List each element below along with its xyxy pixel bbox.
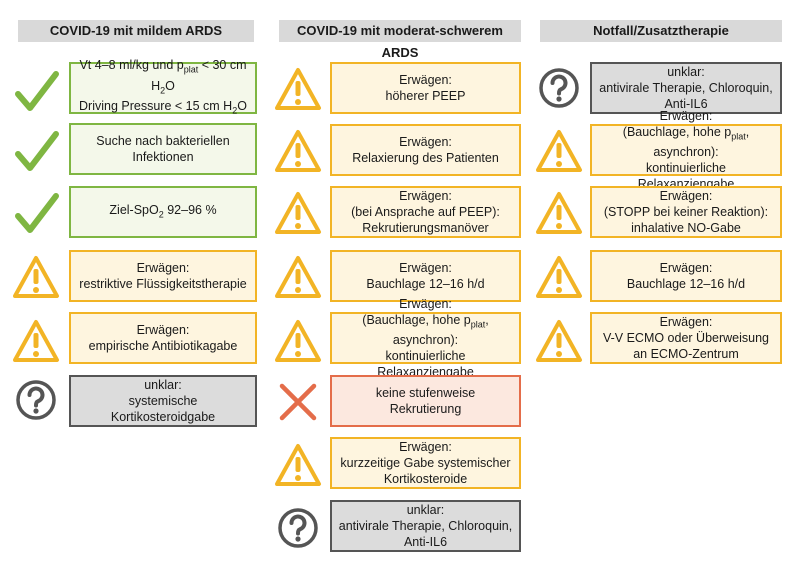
col1-box-antibiotics-line1: Erwägen: bbox=[136, 323, 190, 337]
col2-box-peep-line1: Erwägen: bbox=[399, 73, 452, 87]
header-col2: COVID-19 mit moderat-schwerem ARDS bbox=[279, 20, 521, 60]
col3-box-continuous-relax-line2: (Bauchlage, hohe pplat, asynchron): bbox=[622, 124, 750, 160]
warning-icon bbox=[13, 320, 59, 362]
col3-box-antiviral-line3: Anti-IL6 bbox=[664, 97, 708, 111]
col2-box-relaxation: Erwägen: Relaxierung des Patienten bbox=[330, 124, 521, 176]
warning-icon bbox=[275, 320, 321, 362]
col2-box-antiviral-line2: antivirale Therapie, Chloroquin, bbox=[338, 519, 513, 533]
check-icon bbox=[12, 190, 60, 238]
col1-box-infection-line2: Infektionen bbox=[132, 150, 194, 164]
col1-box-spo2: Ziel-SpO2 92–96 % bbox=[69, 186, 257, 238]
col3-box-prone: Erwägen: Bauchlage 12–16 h/d bbox=[590, 250, 782, 302]
warning-icon bbox=[275, 444, 321, 486]
col2-box-no-stepwise-line1: keine stufenweise bbox=[375, 386, 476, 400]
col3-box-antiviral-line1: unklar: bbox=[667, 65, 705, 79]
cross-icon bbox=[274, 378, 322, 426]
col2-box-continuous-relax-line2: (Bauchlage, hohe pplat, asynchron): bbox=[362, 312, 489, 348]
col2-box-peep: Erwägen: höherer PEEP bbox=[330, 62, 521, 114]
warning-icon bbox=[275, 68, 321, 110]
col3-box-prone-line1: Erwägen: bbox=[659, 261, 713, 275]
col1-box-antibiotics-line2: empirische Antibiotikagabe bbox=[88, 339, 238, 353]
warning-icon bbox=[536, 320, 582, 362]
question-icon bbox=[278, 508, 318, 548]
col2-box-peep-line2: höherer PEEP bbox=[385, 89, 466, 103]
col2-box-prone-line1: Erwägen: bbox=[399, 261, 452, 275]
col1-box-steroids-line2: systemische Kortikosteroidgabe bbox=[110, 394, 216, 424]
warning-icon bbox=[13, 256, 59, 298]
col1-box-ventilation-line2: Driving Pressure < 15 cm H2O bbox=[79, 99, 247, 116]
header-col1: COVID-19 mit mildem ARDS bbox=[18, 20, 254, 42]
col1-box-fluid-line1: Erwägen: bbox=[136, 261, 190, 275]
col3-box-no-gas-line1: Erwägen: bbox=[659, 189, 713, 203]
check-icon bbox=[12, 68, 60, 116]
col2-box-antiviral-line3: Anti-IL6 bbox=[403, 535, 448, 549]
col2-box-recruitment-line1: Erwägen: bbox=[399, 189, 452, 203]
col2-box-recruitment-line2: (bei Ansprache auf PEEP): bbox=[351, 205, 500, 219]
col2-box-short-steroids-line3: Kortikosteroide bbox=[383, 472, 468, 486]
col2-box-no-stepwise: keine stufenweise Rekrutierung bbox=[330, 375, 521, 427]
col2-box-antiviral-line1: unklar: bbox=[406, 503, 445, 517]
col3-box-no-gas-line2: (STOPP bei keiner Reaktion): bbox=[603, 205, 769, 219]
col2-box-short-steroids-line2: kurzzeitige Gabe systemischer bbox=[340, 456, 511, 470]
col1-box-ventilation-line1: Vt 4–8 ml/kg und pplat < 30 cm H2O bbox=[79, 58, 247, 96]
check-icon bbox=[12, 128, 60, 176]
col1-box-infection-line1: Suche nach bakteriellen bbox=[96, 134, 230, 148]
col3-box-no-gas: Erwägen: (STOPP bei keiner Reaktion): in… bbox=[590, 186, 782, 238]
col2-box-continuous-relax: Erwägen: (Bauchlage, hohe pplat, asynchr… bbox=[330, 297, 521, 379]
col3-box-ecmo: Erwägen: V-V ECMO oder Überweisung an EC… bbox=[590, 312, 782, 364]
col3-box-continuous-relax: Erwägen: (Bauchlage, hohe pplat, asynchr… bbox=[590, 109, 782, 191]
col1-box-steroids: unklar: systemische Kortikosteroidgabe bbox=[69, 375, 257, 427]
col1-box-ventilation: Vt 4–8 ml/kg und pplat < 30 cm H2O Drivi… bbox=[69, 58, 257, 116]
question-icon bbox=[16, 380, 56, 420]
warning-icon bbox=[536, 256, 582, 298]
col2-box-relaxation-line2: Relaxierung des Patienten bbox=[352, 151, 499, 165]
warning-icon bbox=[275, 192, 321, 234]
col3-box-continuous-relax-line1: Erwägen: bbox=[659, 108, 713, 123]
col3-box-no-gas-line3: inhalative NO-Gabe bbox=[631, 221, 741, 235]
col2-box-continuous-relax-line1: Erwägen: bbox=[399, 296, 452, 311]
col1-box-antibiotics: Erwägen: empirische Antibiotikagabe bbox=[69, 312, 257, 364]
col2-box-antiviral: unklar: antivirale Therapie, Chloroquin,… bbox=[330, 500, 521, 552]
col3-box-ecmo-line3: an ECMO-Zentrum bbox=[633, 347, 739, 361]
header-col3: Notfall/Zusatztherapie bbox=[540, 20, 782, 42]
col1-box-infection: Suche nach bakteriellen Infektionen bbox=[69, 123, 257, 175]
warning-icon bbox=[536, 192, 582, 234]
col2-box-prone: Erwägen: Bauchlage 12–16 h/d bbox=[330, 250, 521, 302]
col1-box-fluid-line2: restriktive Flüssigkeitstherapie bbox=[79, 277, 247, 291]
col1-box-steroids-line1: unklar: bbox=[144, 378, 182, 392]
col3-box-antiviral-line2: antivirale Therapie, Chloroquin, bbox=[599, 81, 773, 95]
col2-box-no-stepwise-line2: Rekrutierung bbox=[389, 402, 462, 416]
col3-box-ecmo-line2: V-V ECMO oder Überweisung bbox=[602, 331, 770, 345]
col3-box-antiviral: unklar: antivirale Therapie, Chloroquin,… bbox=[590, 62, 782, 114]
warning-icon bbox=[275, 130, 321, 172]
col2-box-recruitment: Erwägen: (bei Ansprache auf PEEP): Rekru… bbox=[330, 186, 521, 238]
col3-box-ecmo-line1: Erwägen: bbox=[659, 315, 713, 329]
col2-box-recruitment-line3: Rekrutierungsmanöver bbox=[362, 221, 489, 235]
col3-box-prone-line2: Bauchlage 12–16 h/d bbox=[626, 277, 746, 291]
warning-icon bbox=[536, 130, 582, 172]
question-icon bbox=[539, 68, 579, 108]
col1-box-spo2-line1: Ziel-SpO2 92–96 % bbox=[109, 202, 217, 220]
col2-box-relaxation-line1: Erwägen: bbox=[399, 135, 452, 149]
warning-icon bbox=[275, 256, 321, 298]
col2-box-short-steroids-line1: Erwägen: bbox=[399, 440, 452, 454]
col1-box-fluid: Erwägen: restriktive Flüssigkeitstherapi… bbox=[69, 250, 257, 302]
col2-box-short-steroids: Erwägen: kurzzeitige Gabe systemischer K… bbox=[330, 437, 521, 489]
col2-box-prone-line2: Bauchlage 12–16 h/d bbox=[366, 277, 485, 291]
